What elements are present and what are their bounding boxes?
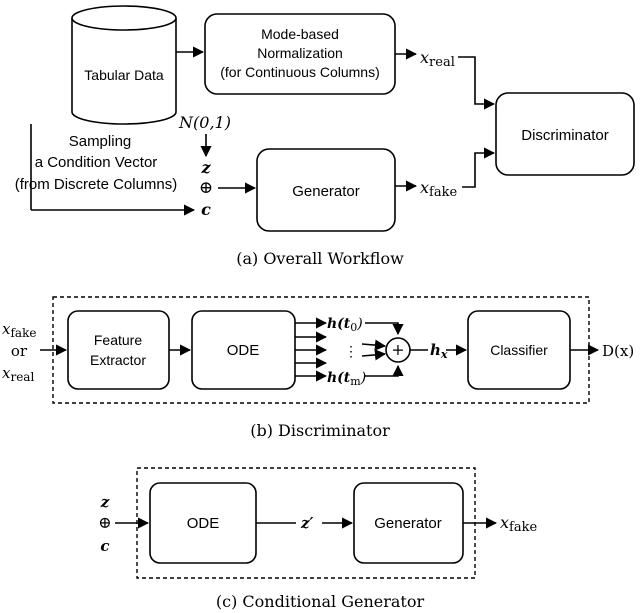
feature-extractor-line-1: Feature bbox=[94, 332, 142, 348]
c-label: c bbox=[201, 200, 211, 219]
z-prime-label: z′ bbox=[300, 514, 314, 532]
gen-ode-label: ODE bbox=[187, 515, 220, 532]
oplus-symbol: ⊕ bbox=[199, 178, 213, 198]
generator-box bbox=[256, 148, 396, 232]
arrow-t0-to-sum bbox=[365, 322, 404, 336]
disc-input-fake: xfake bbox=[2, 320, 36, 340]
tabular-data-label: Tabular Data bbox=[84, 67, 164, 83]
caption-b: (b) Discriminator bbox=[250, 421, 390, 440]
disc-output-label: D(x) bbox=[602, 342, 634, 360]
caption-c: (c) Conditional Generator bbox=[216, 592, 425, 611]
z-label: z bbox=[200, 158, 211, 177]
normalization-line-1: Mode-based bbox=[261, 26, 339, 42]
discriminator-box bbox=[495, 92, 635, 176]
caption-a: (a) Overall Workflow bbox=[236, 249, 404, 268]
discriminator-detail: xfake or xreal Feature Extractor ODE h(t… bbox=[2, 296, 634, 440]
arrow-real-to-discriminator bbox=[458, 56, 496, 110]
gen-oplus: ⊕ bbox=[98, 513, 111, 532]
disc-ode-label: ODE bbox=[227, 342, 260, 359]
gen-c-label: c bbox=[100, 537, 109, 555]
discriminator-label: Discriminator bbox=[521, 127, 609, 144]
gen-generator-label: Generator bbox=[374, 515, 442, 532]
arrow-tm-to-sum bbox=[365, 364, 404, 377]
sum-plus: + bbox=[391, 340, 404, 359]
h-t0-label: h(t0) bbox=[327, 316, 363, 334]
gen-z-label: z bbox=[100, 493, 110, 511]
x-fake-label: xfake bbox=[420, 178, 457, 200]
disc-dots: ⋮ bbox=[344, 344, 358, 360]
conditional-generator-detail: z ⊕ c ODE z′ Generator xfake (c) Conditi… bbox=[98, 467, 537, 611]
sampling-line-3: (from Discrete Columns) bbox=[15, 176, 178, 193]
overall-workflow: Tabular Data Mode-based Normalization (f… bbox=[15, 5, 635, 268]
gen-output-label: xfake bbox=[500, 513, 537, 535]
disc-input-real: xreal bbox=[2, 364, 34, 384]
x-real-label: xreal bbox=[420, 48, 455, 70]
disc-input-or: or bbox=[11, 342, 28, 360]
normalization-line-2: Normalization bbox=[257, 45, 343, 61]
feature-extractor-box bbox=[67, 310, 170, 390]
classifier-label: Classifier bbox=[490, 342, 548, 358]
generator-label: Generator bbox=[292, 183, 360, 200]
tabular-data-cylinder: Tabular Data bbox=[71, 5, 177, 125]
sampling-line-1: Sampling bbox=[69, 133, 132, 150]
h-x-label: hx bbox=[430, 341, 448, 361]
feature-extractor-line-2: Extractor bbox=[90, 352, 146, 368]
arrow-mid-to-sum-2 bbox=[361, 349, 387, 361]
normalization-line-3: (for Continuous Columns) bbox=[220, 64, 380, 80]
h-tm-label: h(tm) bbox=[327, 370, 366, 388]
arrow-fake-to-discriminator bbox=[462, 147, 496, 188]
noise-label: N(0,1) bbox=[178, 113, 231, 132]
sampling-line-2: a Condition Vector bbox=[35, 154, 158, 171]
arrow-mid-to-sum-1 bbox=[361, 339, 387, 351]
